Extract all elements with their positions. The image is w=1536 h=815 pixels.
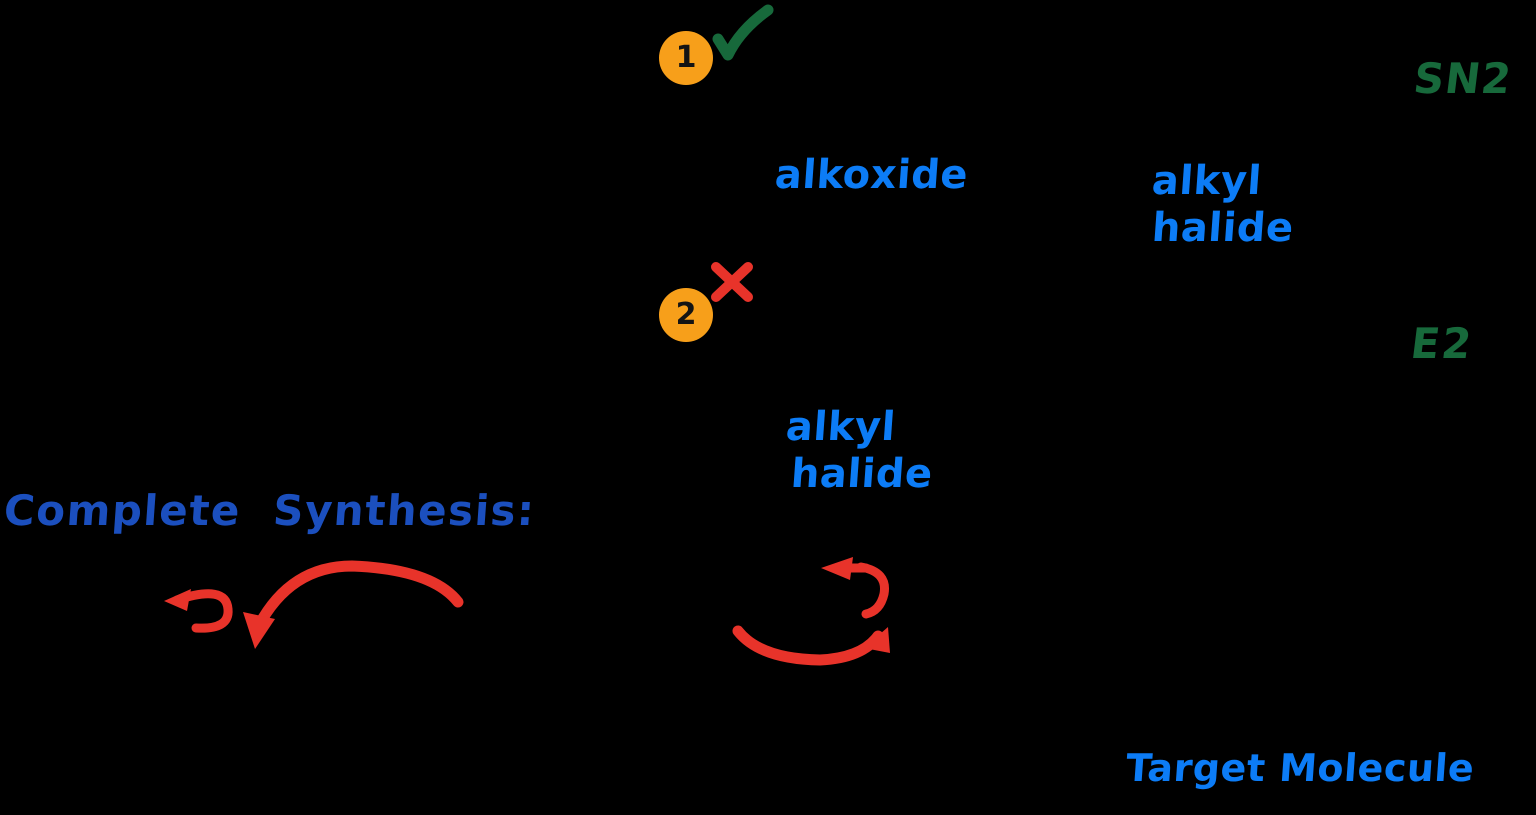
step-badge-2-label: 2 [675, 297, 697, 332]
cross-icon [711, 262, 753, 302]
hook-arrow-middle-icon [821, 557, 889, 619]
label-complete-synthesis: Complete Synthesis: [2, 486, 538, 535]
label-alkoxide: alkoxide [773, 152, 970, 198]
step-badge-2[interactable]: 2 [659, 288, 713, 342]
step-badge-1-label: 1 [675, 40, 697, 75]
check-icon [712, 4, 774, 61]
label-sn2: SN2 [1411, 54, 1515, 103]
label-alkyl-halide-right-line1: alkyl [1150, 158, 1264, 204]
label-alkyl-halide-middle-line1: alkyl [784, 404, 898, 450]
label-target-molecule: Target Molecule [1124, 746, 1476, 790]
hook-arrow-left-icon [164, 589, 233, 633]
label-alkyl-halide-middle-line2: halide [789, 451, 935, 497]
label-alkyl-halide-right-line2: halide [1150, 205, 1296, 251]
arc-arrow-middle-icon [732, 625, 890, 666]
label-e2: E2 [1408, 319, 1476, 368]
big-arc-arrow-left-icon [243, 560, 464, 649]
step-badge-1[interactable]: 1 [659, 31, 713, 85]
